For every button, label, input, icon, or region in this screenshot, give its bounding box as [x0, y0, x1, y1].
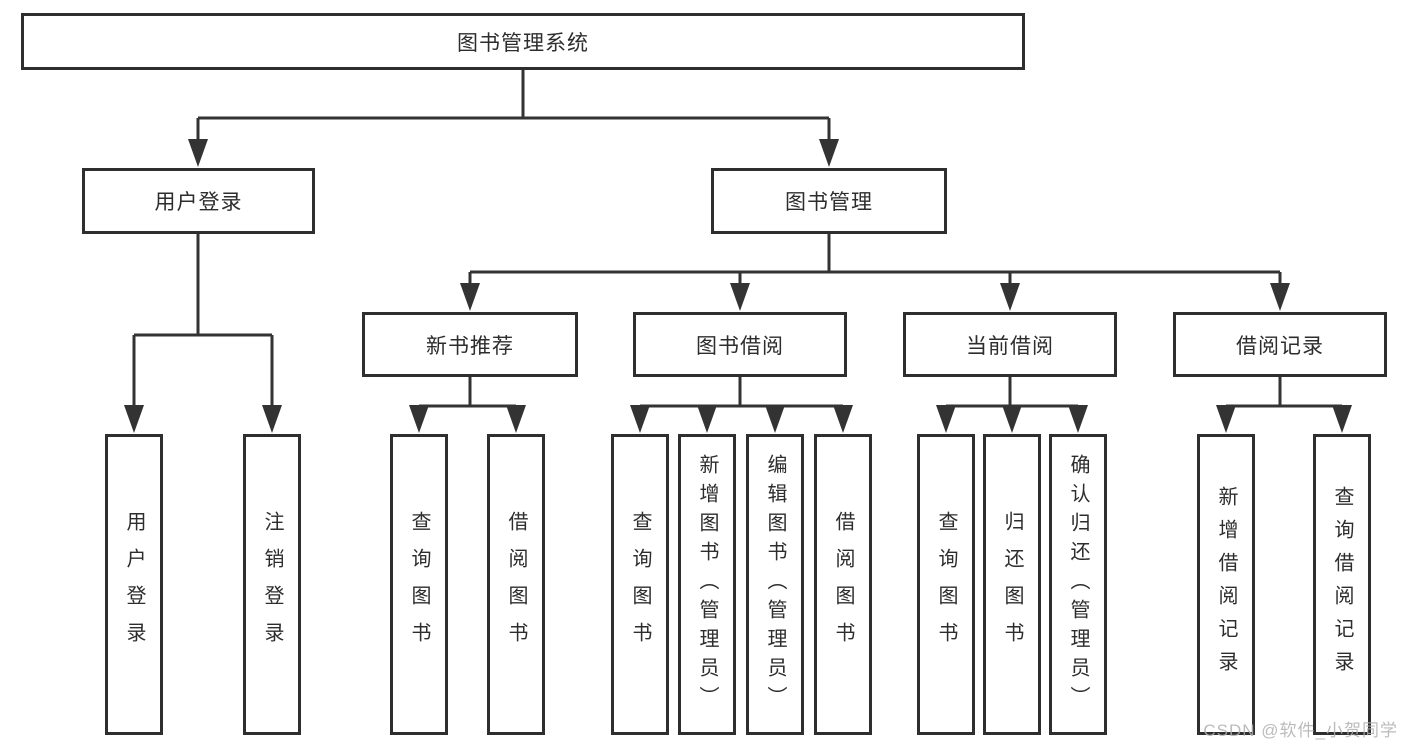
arrow-down-icon [262, 405, 282, 433]
arrow-down-icon [1270, 283, 1290, 311]
node-new-book-recommend: 新书推荐 [362, 312, 578, 377]
leaf-add-borrow-record: 新增借阅记录 [1197, 434, 1255, 735]
arrow-down-icon [1216, 405, 1236, 433]
arrow-down-icon [819, 139, 839, 167]
arrow-down-icon [1002, 405, 1022, 433]
arrow-down-icon [833, 405, 853, 433]
arrow-down-icon [506, 405, 526, 433]
leaf-borrow-books-borrow: 借阅图书 [814, 434, 872, 735]
node-root: 图书管理系统 [21, 13, 1025, 70]
leaf-borrow-books-recommend: 借阅图书 [487, 434, 545, 735]
arrow-down-icon [1332, 405, 1352, 433]
watermark: CSDN @软件_小贺同学 [1203, 721, 1398, 740]
leaf-query-borrow-record: 查询借阅记录 [1313, 434, 1371, 735]
arrow-down-icon [409, 405, 429, 433]
arrow-down-icon [730, 283, 750, 311]
arrow-down-icon [124, 405, 144, 433]
leaf-edit-book-admin: 编辑图书（管理员） [746, 434, 804, 735]
leaf-logout: 注销登录 [243, 434, 301, 735]
leaf-query-books-recommend: 查询图书 [390, 434, 448, 735]
leaf-confirm-return-admin: 确认归还（管理员） [1049, 434, 1107, 735]
leaf-user-login: 用户登录 [105, 434, 163, 735]
node-borrow-records: 借阅记录 [1173, 312, 1387, 377]
leaf-query-books-borrow: 查询图书 [611, 434, 669, 735]
arrow-down-icon [765, 405, 785, 433]
arrow-down-icon [1068, 405, 1088, 433]
arrow-down-icon [1000, 283, 1020, 311]
arrow-down-icon [697, 405, 717, 433]
leaf-query-books-current: 查询图书 [917, 434, 975, 735]
arrow-down-icon [188, 139, 208, 167]
arrow-down-icon [630, 405, 650, 433]
node-current-borrow: 当前借阅 [903, 312, 1117, 377]
arrow-down-icon [460, 283, 480, 311]
node-user-login: 用户登录 [82, 168, 315, 234]
node-book-management: 图书管理 [711, 168, 947, 234]
leaf-add-book-admin: 新增图书（管理员） [678, 434, 736, 735]
node-book-borrow: 图书借阅 [633, 312, 847, 377]
arrow-down-icon [936, 405, 956, 433]
leaf-return-book: 归还图书 [983, 434, 1041, 735]
